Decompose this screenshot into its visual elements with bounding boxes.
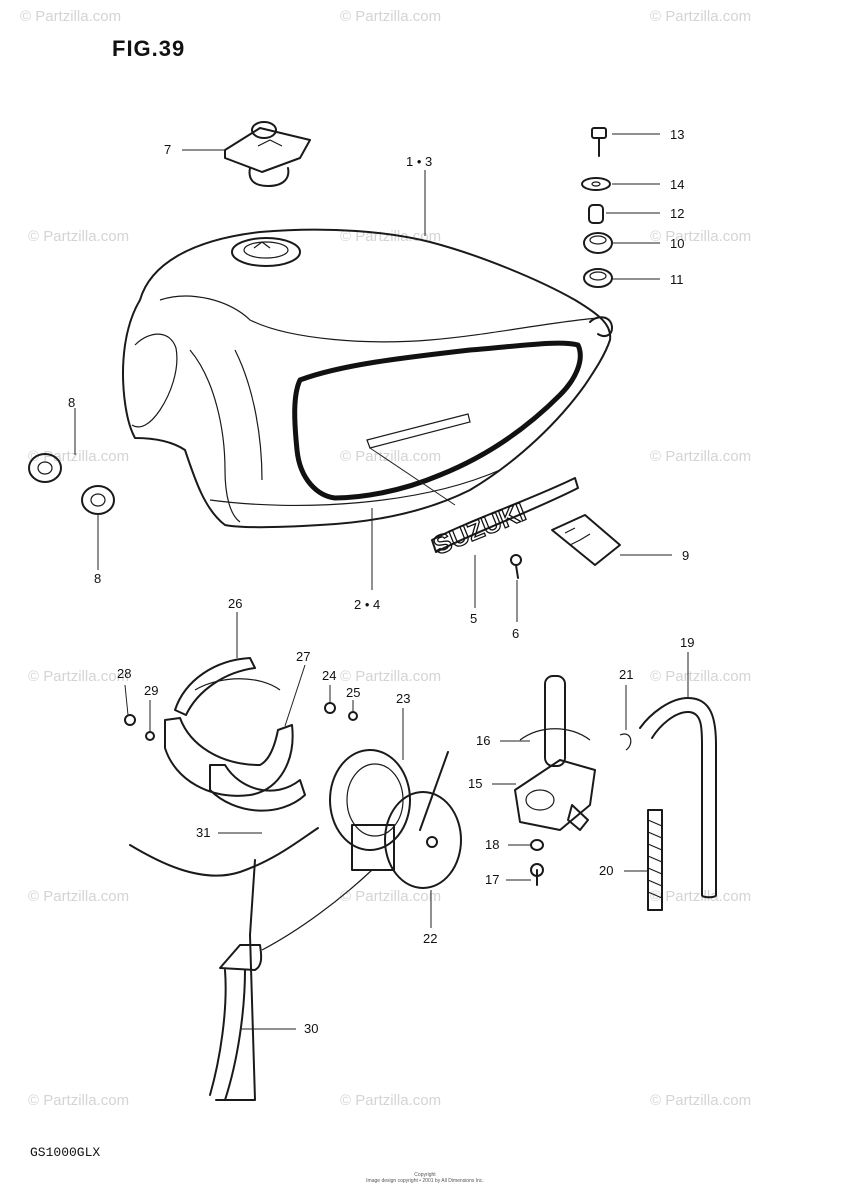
callout-13: 13 <box>670 127 685 142</box>
watermark: © Partzilla.com <box>650 8 752 25</box>
callout-11: 11 <box>670 272 684 287</box>
fuel-cock <box>514 675 596 886</box>
leader-lines <box>74 133 689 1030</box>
figure-title: FIG.39 <box>112 36 186 61</box>
small-bolts <box>124 702 358 741</box>
watermark: © Partzilla.com <box>340 668 442 685</box>
callout-2-4: 2 • 4 <box>354 597 381 612</box>
copyright-label: Copyright <box>414 1172 436 1178</box>
callout-1-3: 1 • 3 <box>406 154 433 169</box>
watermark: © Partzilla.com <box>650 228 752 245</box>
fuel-hose <box>619 697 717 911</box>
callout-7: 7 <box>164 142 172 157</box>
callout-14: 14 <box>670 177 685 192</box>
watermark: © Partzilla.com <box>28 668 130 685</box>
callout-15: 15 <box>468 776 483 791</box>
watermark: © Partzilla.com <box>650 1092 752 1109</box>
callout-5: 5 <box>470 611 478 626</box>
callout-6: 6 <box>512 626 520 641</box>
hardware-stack <box>581 127 613 288</box>
watermark: © Partzilla.com <box>340 888 442 905</box>
fuel-gauge-unit <box>329 749 462 889</box>
fuel-cap <box>224 121 311 187</box>
callout-28: 28 <box>117 666 132 681</box>
callout-21: 21 <box>619 667 634 682</box>
watermark: © Partzilla.com <box>28 448 130 465</box>
callout-29: 29 <box>144 683 159 698</box>
callout-9: 9 <box>682 548 690 563</box>
callout-16: 16 <box>476 733 491 748</box>
callout-25: 25 <box>346 685 361 700</box>
callout-27: 27 <box>296 649 311 664</box>
emblem-parts: SUZUKI <box>428 477 621 579</box>
watermark: © Partzilla.com <box>28 888 130 905</box>
callout-12: 12 <box>670 206 685 221</box>
callout-8b: 8 <box>94 571 102 586</box>
fuel-tank <box>122 228 613 529</box>
watermark: © Partzilla.com <box>340 1092 442 1109</box>
watermark: © Partzilla.com <box>340 448 442 465</box>
callout-19: 19 <box>680 635 695 650</box>
callout-30: 30 <box>304 1021 319 1036</box>
copyright-detail: Image design copyright • 2001 by All Dim… <box>366 1178 484 1184</box>
callout-8a: 8 <box>68 395 76 410</box>
callout-31: 31 <box>196 825 211 840</box>
model-code: GS1000GLX <box>30 1145 101 1160</box>
watermark: © Partzilla.com <box>28 228 130 245</box>
watermark: © Partzilla.com <box>650 448 752 465</box>
callout-20: 20 <box>599 863 614 878</box>
suzuki-emblem: SUZUKI <box>429 496 530 560</box>
callout-26: 26 <box>228 596 243 611</box>
callout-10: 10 <box>670 236 685 251</box>
callout-24: 24 <box>322 668 337 683</box>
watermark: © Partzilla.com <box>20 8 122 25</box>
watermark: © Partzilla.com <box>28 1092 130 1109</box>
watermark: © Partzilla.com <box>340 8 442 25</box>
callout-17: 17 <box>485 872 500 887</box>
callout-22: 22 <box>423 931 438 946</box>
wiring-and-drain <box>129 827 373 1101</box>
tank-cushions <box>28 453 115 515</box>
heat-shields <box>164 657 306 812</box>
watermark: © Partzilla.com <box>650 668 752 685</box>
copyright-notice: Copyright Image design copyright • 2001 … <box>360 1172 490 1184</box>
callout-23: 23 <box>396 691 411 706</box>
callout-18: 18 <box>485 837 500 852</box>
watermark: © Partzilla.com <box>650 888 752 905</box>
